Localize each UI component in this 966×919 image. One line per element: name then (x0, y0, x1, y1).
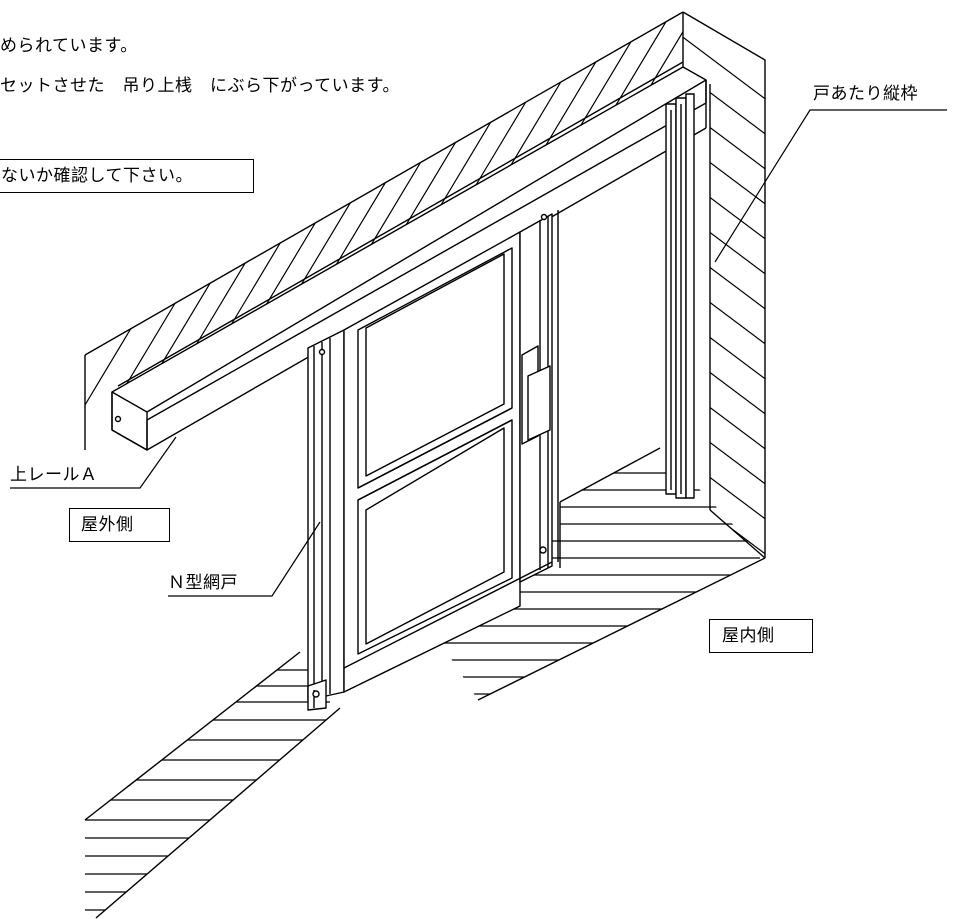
check-notice-box: ないか確認して下さい。 (0, 159, 254, 193)
label-door-jamb: 戸あたり縦枠 (813, 84, 918, 104)
leader-lines (10, 109, 947, 597)
right-wall-hatch (682, 11, 766, 559)
screen-door (307, 210, 559, 711)
label-upper-rail: 上レールＡ (10, 465, 98, 485)
note-line-1: められています。 (0, 36, 138, 56)
label-indoor-side: 屋内側 (709, 619, 813, 653)
label-outdoor-side: 屋外側 (69, 508, 170, 542)
note-line-2: セットさせた 吊り上桟 にぶら下がっています。 (0, 76, 400, 96)
label-screen-door: Ｎ型網戸 (168, 573, 238, 593)
floor-hatch-left (84, 651, 341, 919)
door-jamb-frame (665, 93, 695, 499)
